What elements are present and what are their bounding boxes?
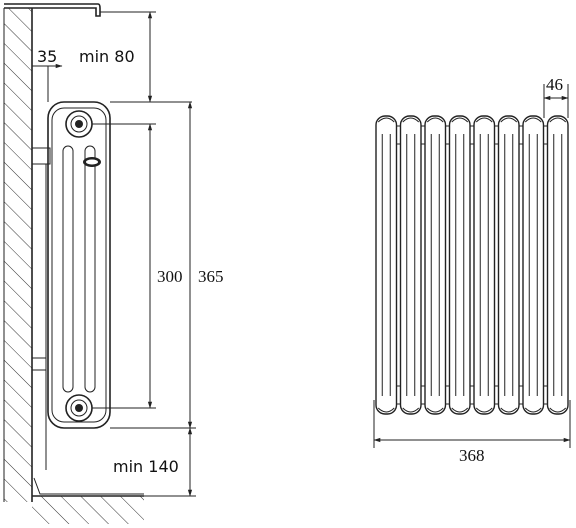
radiator-section xyxy=(497,115,520,415)
radiator-section xyxy=(424,115,447,415)
radiator-section xyxy=(546,115,569,415)
radiator-side-body xyxy=(47,101,111,429)
dim-axis-distance: 300 xyxy=(157,267,183,286)
radiator-section xyxy=(375,115,398,415)
wall-hatch xyxy=(4,8,32,502)
window-sill xyxy=(4,3,101,17)
radiator-section xyxy=(399,115,422,415)
dim-total-width: 368 xyxy=(459,446,485,465)
radiator-section xyxy=(522,115,545,415)
wall-bracket-bottom xyxy=(31,357,47,371)
radiator-section xyxy=(448,115,471,415)
dim-total-height: 365 xyxy=(198,267,224,286)
dim-section-width: 46 xyxy=(546,75,563,94)
floor-hatch xyxy=(32,496,144,524)
wall-bracket-top xyxy=(31,147,51,165)
dim-top-clearance: min 80 xyxy=(79,47,135,66)
radiator-section xyxy=(473,115,496,415)
dim-floor-clearance: min 140 xyxy=(113,457,179,476)
side-view: 35 min 80 300 365 min 140 xyxy=(3,3,224,524)
dim-wall-offset: 35 xyxy=(37,47,57,66)
front-view: 46 368 xyxy=(373,75,571,465)
radiator-sections xyxy=(375,115,569,415)
